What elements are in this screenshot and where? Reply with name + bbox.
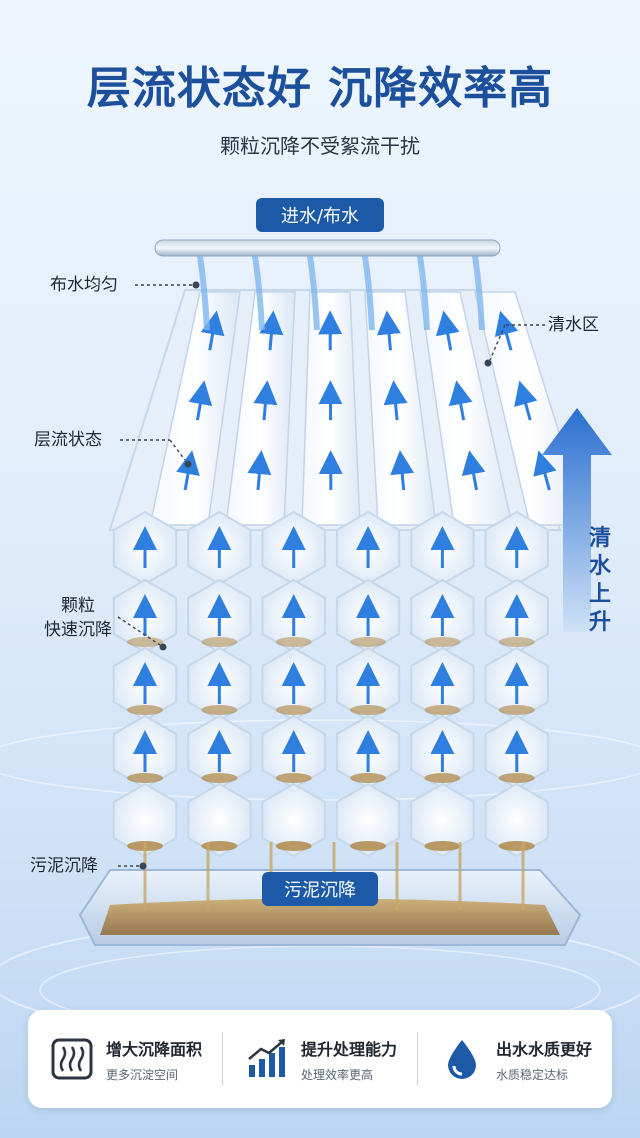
flow-arrow	[461, 450, 486, 491]
sediment-deposit	[201, 773, 238, 783]
water-drop-icon	[448, 1040, 476, 1079]
feature-water-quality: 出水水质更好 水质稳定达标	[418, 1036, 612, 1083]
callout-leaders	[117, 284, 545, 867]
sediment-deposit	[201, 705, 238, 715]
feature-subtitle: 更多沉淀空间	[106, 1067, 179, 1082]
water-stream	[472, 255, 485, 331]
sediment-deposit	[498, 841, 535, 851]
water-stream	[417, 255, 430, 331]
feature-title: 提升处理能力	[301, 1039, 398, 1059]
clear-water-rise-label: 清 水 上 升	[588, 525, 612, 637]
honeycomb-cell	[484, 782, 549, 858]
flow-arrow	[448, 380, 473, 421]
flow-arrow	[259, 310, 284, 351]
feature-settling-area: 增大沉降面积 更多沉淀空间	[28, 1036, 222, 1083]
flow-arrow	[390, 450, 415, 491]
feature-title: 增大沉降面积	[106, 1039, 203, 1059]
sediment-deposit	[127, 773, 163, 783]
feature-title: 出水水质更好	[496, 1039, 593, 1059]
feature-capacity: 提升处理能力 处理效率更高	[223, 1036, 417, 1083]
sediment-deposit	[350, 841, 387, 851]
callout-particles: 颗粒 快速沉降	[40, 594, 116, 642]
sediment-deposit	[424, 637, 461, 647]
sediment-deposit	[498, 637, 535, 647]
arrow-label-char-3: 上	[588, 582, 611, 607]
feature-subtitle: 水质稳定达标	[496, 1067, 569, 1082]
divider	[417, 1032, 418, 1086]
callout-sludge: 污泥沉降	[30, 856, 98, 876]
flow-arrow	[200, 310, 225, 351]
water-stream	[362, 255, 375, 331]
arrow-label-char-2: 水	[588, 554, 611, 579]
honeycomb-cell	[410, 782, 475, 858]
sediment-deposit	[201, 841, 238, 851]
flow-arrow	[383, 380, 408, 421]
sediment-deposit	[350, 773, 387, 783]
divider	[222, 1032, 223, 1086]
distribution-pipe	[143, 239, 525, 910]
waves-box-icon	[51, 1038, 93, 1080]
honeycomb-cell	[261, 782, 326, 858]
clear-water-up-arrow	[542, 408, 612, 632]
sediment-deposit	[350, 705, 387, 715]
flow-arrow	[188, 380, 213, 421]
sediment-deposit	[498, 773, 535, 783]
flow-arrow	[435, 310, 460, 351]
callout-clear-zone: 清水区	[548, 315, 599, 335]
water-stream	[252, 255, 265, 331]
sediment-deposit	[127, 705, 163, 715]
sediment-deposit	[498, 705, 535, 715]
callout-particles-line1: 颗粒	[61, 596, 95, 616]
flow-arrow	[247, 450, 272, 491]
sediment-deposit	[275, 841, 312, 851]
water-stream	[197, 255, 210, 331]
flow-arrow	[514, 380, 538, 421]
sludge-tray	[78, 869, 582, 946]
sediment-deposit	[275, 637, 312, 647]
sediment-deposit	[424, 841, 461, 851]
honeycomb-cell	[187, 782, 252, 858]
sediment-deposit	[127, 637, 163, 647]
feature-subtitle: 处理效率更高	[301, 1067, 374, 1082]
flow-arrow	[377, 310, 401, 351]
sediment-deposit	[424, 705, 461, 715]
sediment-deposit	[350, 637, 387, 647]
sediment-deposit	[275, 705, 312, 715]
page-title: 层流状态好 沉降效率高	[86, 63, 554, 114]
callout-even-distribution: 布水均匀	[50, 275, 118, 295]
page-subtitle: 颗粒沉降不受絮流干扰	[220, 134, 420, 158]
arrow-label-char-4: 升	[588, 610, 611, 635]
sediment-deposit	[424, 773, 461, 783]
flow-arrow	[253, 380, 278, 421]
water-stream	[307, 255, 320, 331]
sludge-badge: 污泥沉降	[262, 872, 378, 906]
arrow-label-char-1: 清	[588, 526, 611, 551]
flow-arrow	[533, 450, 557, 491]
feature-bar: 增大沉降面积 更多沉淀空间 提升处理能力 处理效率更高 出水水质更好 水质稳定达…	[28, 1010, 612, 1108]
bar-chart-up-icon	[248, 1039, 285, 1077]
sediment-deposit	[201, 637, 238, 647]
inlet-badge: 进水/布水	[256, 198, 384, 232]
tube-pack	[108, 289, 590, 858]
callout-particles-line2: 快速沉降	[44, 620, 112, 640]
callout-laminar: 层流状态	[34, 430, 102, 450]
sediment-deposit	[275, 773, 312, 783]
honeycomb-cell	[335, 782, 401, 858]
